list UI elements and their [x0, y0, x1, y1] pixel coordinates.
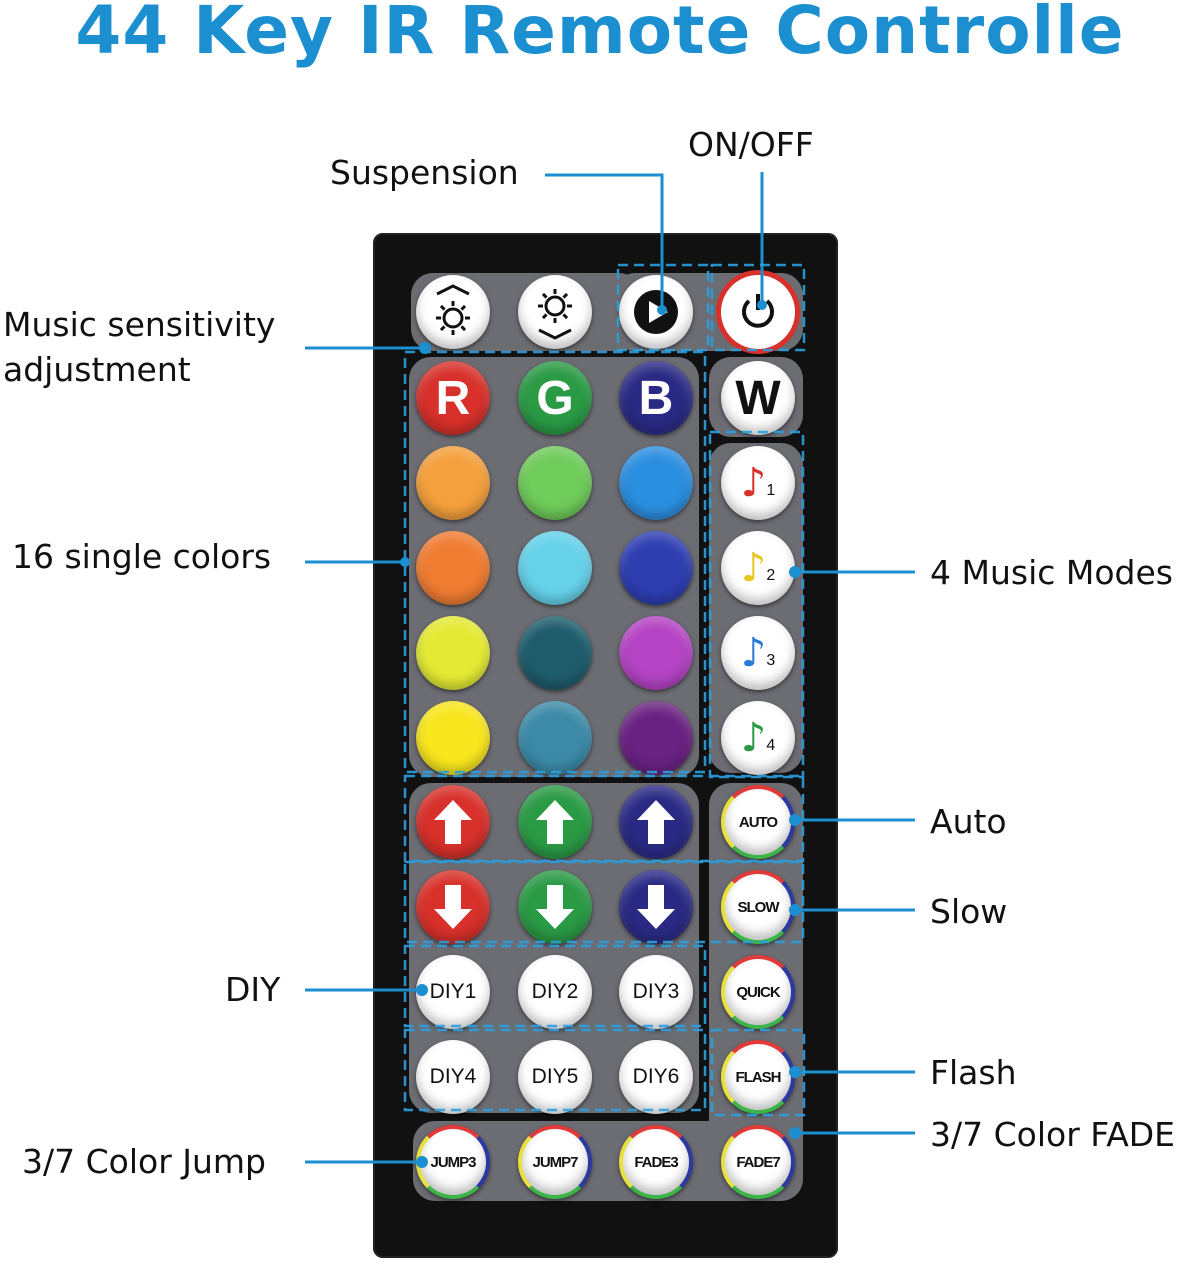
label-suspension: Suspension: [330, 153, 519, 192]
diy4-button[interactable]: DIY4: [416, 1040, 490, 1114]
color-button-r[interactable]: R: [416, 361, 490, 435]
arrow-up-icon: [634, 797, 678, 847]
brightness-up-button[interactable]: [416, 785, 490, 859]
music-mode-button-3[interactable]: ♪3: [721, 616, 795, 690]
arrow-down-icon: [634, 882, 678, 932]
single-color-button[interactable]: [619, 701, 693, 775]
label-music-sensitivity-2: adjustment: [3, 350, 191, 389]
page-title: 44 Key IR Remote Controlle: [75, 0, 1125, 69]
single-color-button[interactable]: [518, 616, 592, 690]
arrow-up-icon: [431, 797, 475, 847]
label-on-off: ON/OFF: [688, 125, 814, 164]
diy5-button[interactable]: DIY5: [518, 1040, 592, 1114]
brightness-down-button[interactable]: [416, 870, 490, 944]
color-button-b[interactable]: B: [619, 361, 693, 435]
single-color-button[interactable]: [416, 701, 490, 775]
arrow-down-icon: [533, 882, 577, 932]
brightness-down-button[interactable]: [518, 275, 592, 349]
brightness-down-icon: [525, 282, 585, 342]
label-single-colors: 16 single colors: [12, 537, 272, 576]
music-mode-button-2[interactable]: ♪2: [721, 531, 795, 605]
color-button-w[interactable]: W: [721, 361, 795, 435]
brightness-down-button[interactable]: [619, 870, 693, 944]
brightness-up-icon: [423, 282, 483, 342]
music-note-icon: ♪: [740, 630, 767, 676]
brightness-down-button[interactable]: [518, 870, 592, 944]
brightness-up-button[interactable]: [416, 275, 490, 349]
single-color-button[interactable]: [518, 531, 592, 605]
single-color-button[interactable]: [518, 446, 592, 520]
fade7-button[interactable]: FADE7: [721, 1125, 795, 1199]
single-color-button[interactable]: [619, 446, 693, 520]
diy1-button[interactable]: DIY1: [416, 955, 490, 1029]
music-mode-number: 1: [766, 482, 776, 499]
single-color-button[interactable]: [619, 531, 693, 605]
music-note-icon: ♪: [740, 460, 767, 506]
fade3-button[interactable]: FADE3: [619, 1125, 693, 1199]
label-music-modes: 4 Music Modes: [930, 553, 1173, 592]
color-button-g[interactable]: G: [518, 361, 592, 435]
quick-button[interactable]: QUICK: [721, 955, 795, 1029]
label-music-sensitivity-1: Music sensitivity: [3, 305, 276, 344]
arrow-up-icon: [533, 797, 577, 847]
label-slow: Slow: [930, 892, 1008, 931]
slow-button[interactable]: SLOW: [721, 870, 795, 944]
brightness-up-button[interactable]: [619, 785, 693, 859]
diy2-button[interactable]: DIY2: [518, 955, 592, 1029]
single-color-button[interactable]: [518, 701, 592, 775]
music-note-icon: ♪: [740, 715, 767, 761]
diy6-button[interactable]: DIY6: [619, 1040, 693, 1114]
single-color-button[interactable]: [416, 446, 490, 520]
music-mode-number: 4: [766, 737, 776, 754]
brightness-up-button[interactable]: [518, 785, 592, 859]
music-mode-number: 3: [766, 652, 776, 669]
single-color-button[interactable]: [416, 531, 490, 605]
music-mode-number: 2: [766, 567, 776, 584]
music-mode-button-4[interactable]: ♪4: [721, 701, 795, 775]
label-flash: Flash: [930, 1053, 1017, 1092]
label-auto: Auto: [930, 802, 1007, 841]
jump7-button[interactable]: JUMP7: [518, 1125, 592, 1199]
label-color-jump: 3/7 Color Jump: [22, 1142, 266, 1181]
music-note-icon: ♪: [740, 545, 767, 591]
suspension-leader: [545, 173, 664, 310]
flash-button[interactable]: FLASH: [721, 1040, 795, 1114]
single-color-button[interactable]: [619, 616, 693, 690]
label-color-fade: 3/7 Color FADE: [930, 1115, 1176, 1154]
jump3-button[interactable]: JUMP3: [416, 1125, 490, 1199]
music-mode-button-1[interactable]: ♪1: [721, 446, 795, 520]
power-button[interactable]: [721, 275, 795, 349]
single-color-button[interactable]: [416, 616, 490, 690]
label-diy: DIY: [225, 970, 281, 1009]
play-pause-button[interactable]: [619, 275, 693, 349]
arrow-down-icon: [431, 882, 475, 932]
diy3-button[interactable]: DIY3: [619, 955, 693, 1029]
